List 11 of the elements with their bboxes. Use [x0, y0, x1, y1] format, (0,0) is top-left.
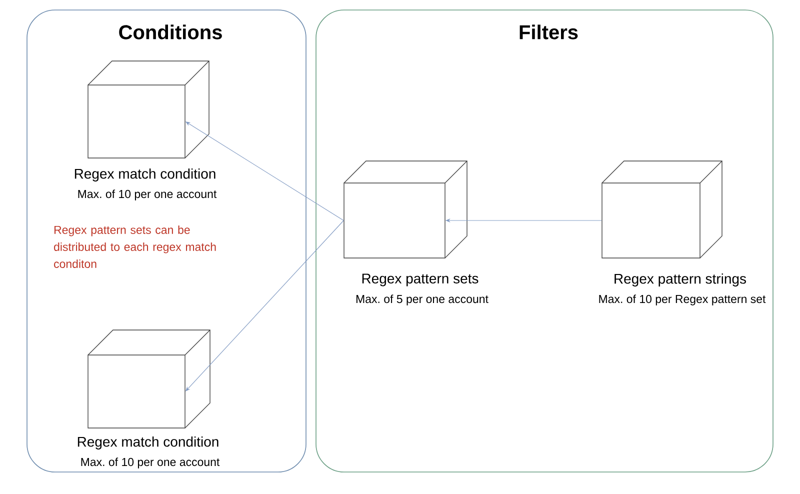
cube-label: Regex match condition [74, 168, 216, 182]
cube-caption: Max. of 10 per one account [78, 190, 217, 200]
cube-caption: Max. of 10 per Regex pattern set [599, 294, 766, 306]
cube-caption: Max. of 10 per one account [81, 458, 220, 468]
cube-label: Regex pattern sets [362, 274, 478, 286]
cube-label: Regex pattern strings [614, 273, 746, 287]
panel-title: Conditions [119, 24, 222, 40]
cube-caption: Max. of 5 per one account [356, 294, 488, 306]
note-text: Regex pattern sets can be distributed to each regex match conditon [54, 226, 216, 268]
cube-label: Regex match condition [78, 436, 218, 450]
panel-title: Filters [520, 24, 578, 40]
